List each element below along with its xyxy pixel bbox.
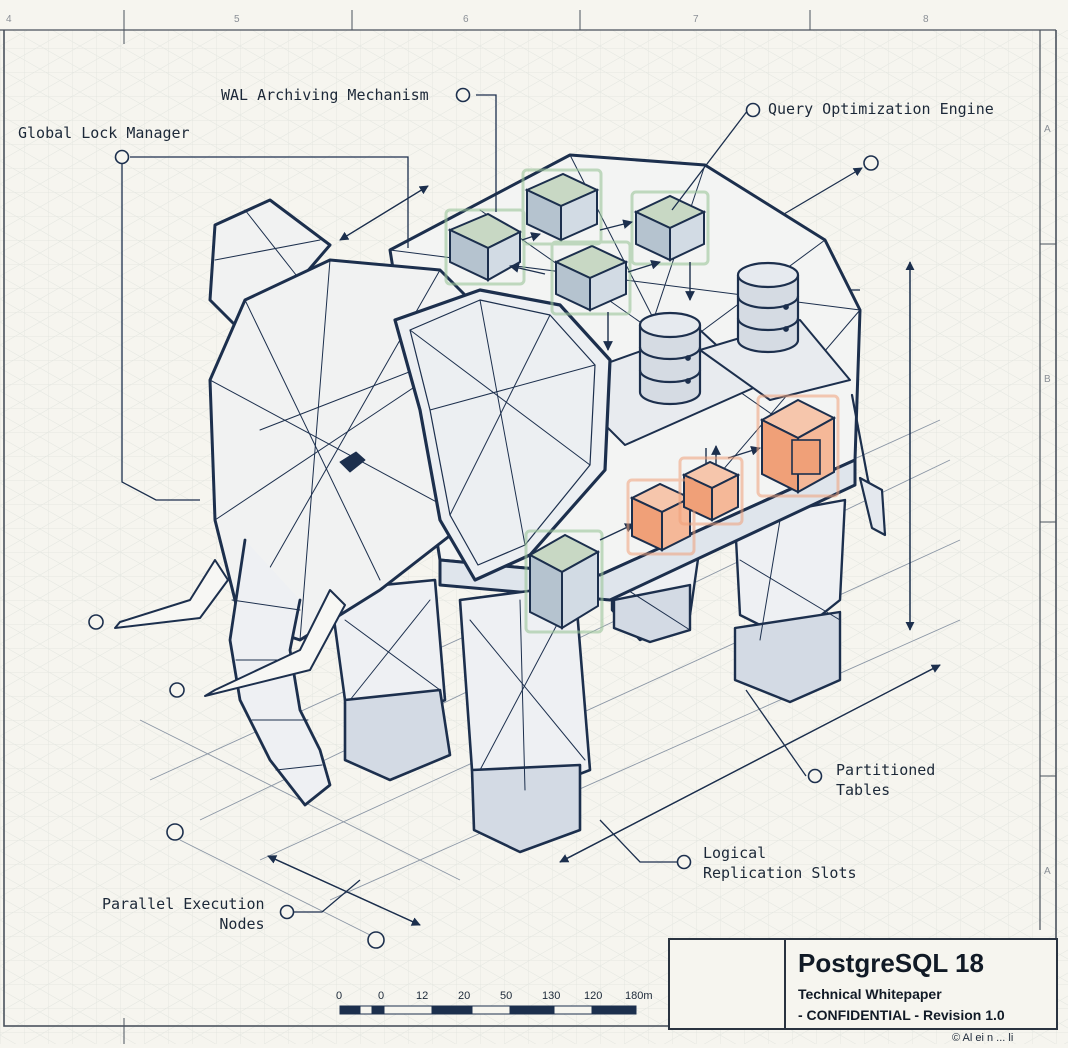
scale-tick: 120 [584, 990, 603, 1002]
marker-extra-5 [367, 931, 385, 949]
scale-tick: 50 [500, 990, 513, 1002]
marker-parallel [279, 904, 295, 920]
document-title: PostgreSQL 18 [798, 948, 984, 978]
ruler-top-4: 4 [6, 14, 12, 25]
footer-credit: © Al ei n ... li [952, 1032, 1014, 1044]
ruler-top-7: 7 [693, 14, 699, 25]
orange-modules [626, 394, 840, 556]
document-subtitle: Technical Whitepaper [798, 986, 942, 1002]
scale-tick: 0 [336, 990, 343, 1002]
marker-partitioned [807, 768, 823, 784]
module-cube-2 [524, 172, 600, 242]
scale-tick: 0 [378, 990, 385, 1002]
marker-query [745, 102, 761, 118]
ruler-right-a2: A [1044, 866, 1051, 877]
callout-wal-archiving: WAL Archiving Mechanism [221, 86, 429, 104]
marker-logical [676, 854, 692, 870]
scale-bar [339, 1005, 637, 1015]
front-legs [328, 578, 592, 854]
rear-legs [610, 498, 847, 704]
partition-cube-3 [759, 398, 837, 494]
marker-extra-4 [166, 823, 184, 841]
callout-partitioned-tables: Partitioned Tables [836, 761, 936, 799]
callout-logical-replication: Logical Replication Slots [703, 844, 857, 882]
tail [850, 393, 887, 537]
ruler-top-6: 6 [463, 14, 469, 25]
callout-query-optimization: Query Optimization Engine [768, 100, 994, 118]
ruler-top-5: 5 [234, 14, 240, 25]
database-cylinder-1 [638, 311, 702, 406]
document-revision: - CONFIDENTIAL - Revision 1.0 [798, 1007, 1005, 1023]
marker-extra-3 [169, 682, 185, 698]
marker-lock [114, 149, 130, 165]
module-cube-1 [447, 212, 523, 282]
scale-tick: 20 [458, 990, 471, 1002]
marker-extra-2 [88, 614, 104, 630]
scale-tick: 180m [625, 990, 653, 1002]
logo-cell [670, 940, 786, 1028]
scale-tick: 130 [542, 990, 561, 1002]
module-cube-3 [553, 244, 629, 312]
leader-lines [121, 94, 807, 913]
data-flow-arrows [509, 219, 761, 541]
database-cylinder-2 [736, 261, 800, 354]
title-block: PostgreSQL 18 Technical Whitepaper - CON… [668, 938, 1058, 1030]
ruler-right-a1: A [1044, 124, 1051, 135]
scale-tick: 12 [416, 990, 429, 1002]
elephant-head [114, 198, 612, 807]
callout-global-lock-manager: Global Lock Manager [18, 124, 190, 142]
marker-extra-1 [863, 155, 879, 171]
module-cube-5 [527, 533, 601, 630]
callout-markers [88, 87, 879, 949]
module-cube-4 [633, 194, 707, 262]
ruler-top-8: 8 [923, 14, 929, 25]
marker-wal [455, 87, 471, 103]
dimension-arrows [267, 167, 941, 926]
database-cylinders [638, 261, 800, 406]
partition-cube-2 [681, 460, 741, 522]
ruler-right-b: B [1044, 374, 1051, 385]
callout-parallel-execution: Parallel Execution Nodes [102, 895, 265, 933]
green-modules [444, 168, 710, 634]
